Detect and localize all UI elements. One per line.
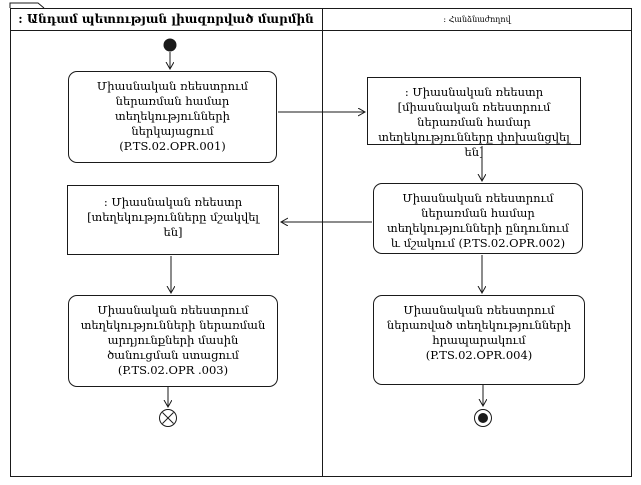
diagram-frame <box>10 8 632 477</box>
object-node-registry-info-transferred: : Միասնական ռեեստր [միասնական ռեեստրում … <box>367 77 581 159</box>
action-node-label: Միասնական ռեեստրում տեղեկությունների ներ… <box>80 303 266 377</box>
action-node-submit-info: Միասնական ռեեստրում ներառման համար տեղեկ… <box>68 71 277 163</box>
action-node-label: Միասնական ռեեստրում ներառման համար տեղեկ… <box>387 191 569 250</box>
lane-header-commission: : Հանձնաժողով <box>443 14 511 24</box>
action-node-label: Միասնական ռեեստրում ներառման համար տեղեկ… <box>96 79 249 153</box>
object-node-label: : Միասնական ռեեստր [միասնական ռեեստրում … <box>378 85 570 159</box>
swimlane-header-row: : Անդամ պետության լիազորված մարմին : Հան… <box>10 8 632 31</box>
lane-divider <box>322 8 323 477</box>
action-node-receive-notification: Միասնական ռեեստրում տեղեկությունների ներ… <box>68 295 278 387</box>
action-node-receive-process-info: Միասնական ռեեստրում ներառման համար տեղեկ… <box>373 183 583 254</box>
action-node-publish-info: Միասնական ռեեստրում ներառված տեղեկությու… <box>373 295 585 385</box>
action-node-label: Միասնական ռեեստրում ներառված տեղեկությու… <box>386 303 572 362</box>
object-node-label: : Միասնական ռեեստր [տեղեկությունները մշա… <box>87 195 259 239</box>
lane-header-member-state-authorized-body: : Անդամ պետության լիազորված մարմին <box>18 12 314 26</box>
object-node-registry-info-processed: : Միասնական ռեեստր [տեղեկությունները մշա… <box>67 185 279 255</box>
